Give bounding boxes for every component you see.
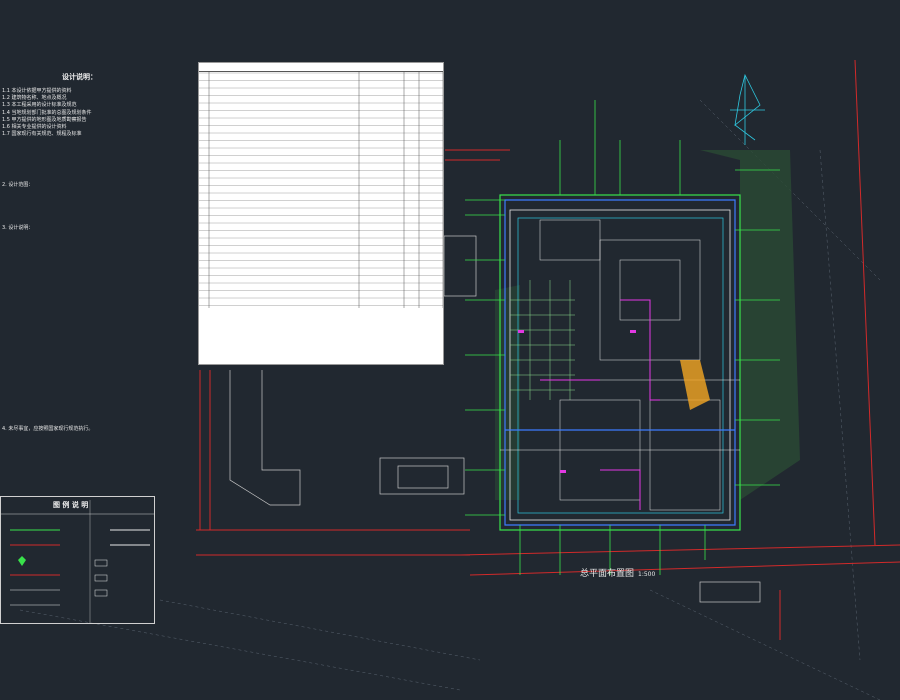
equipment-table-sheet bbox=[198, 62, 444, 365]
plan-scale: 1:500 bbox=[638, 571, 656, 578]
note-line: 4. 未尽事宜，应按照国家现行规范执行。 bbox=[2, 426, 94, 433]
north-arrow-icon bbox=[730, 73, 765, 145]
legend-symbols bbox=[0, 500, 155, 624]
table-grid bbox=[199, 71, 443, 308]
note-line: 1.7 国家现行有关规范、规程及标准 bbox=[2, 131, 82, 138]
legend-title: 图 例 说 明 bbox=[53, 501, 89, 509]
note-line: 1.2 建筑物名称、地点及概况 bbox=[2, 95, 67, 102]
note-line: 1.4 当地规划部门批准的总图及规划条件 bbox=[2, 109, 92, 116]
note-line: 1.1 本设计依据甲方提供的资料 bbox=[2, 88, 72, 94]
note-line: 3. 设计说明： bbox=[2, 224, 34, 231]
notes-title: 设计说明： bbox=[62, 73, 97, 81]
street-outline bbox=[229, 235, 761, 603]
plan-title-text: 总平面布置图 bbox=[580, 569, 635, 579]
building-site-plan bbox=[465, 100, 780, 575]
site-boundary bbox=[196, 59, 900, 640]
legend-panel: 图 例 说 明 bbox=[0, 496, 155, 624]
note-line: 1.3 本工程采用的设计标准及规范 bbox=[2, 102, 77, 109]
landscape-area bbox=[495, 150, 800, 500]
table-title bbox=[199, 63, 443, 72]
note-line: 1.6 相关专业提供的设计资料 bbox=[2, 124, 67, 130]
note-line: 1.5 甲方提供的地形图及地质勘察报告 bbox=[2, 116, 87, 123]
note-line: 2. 设计范围： bbox=[2, 181, 34, 188]
